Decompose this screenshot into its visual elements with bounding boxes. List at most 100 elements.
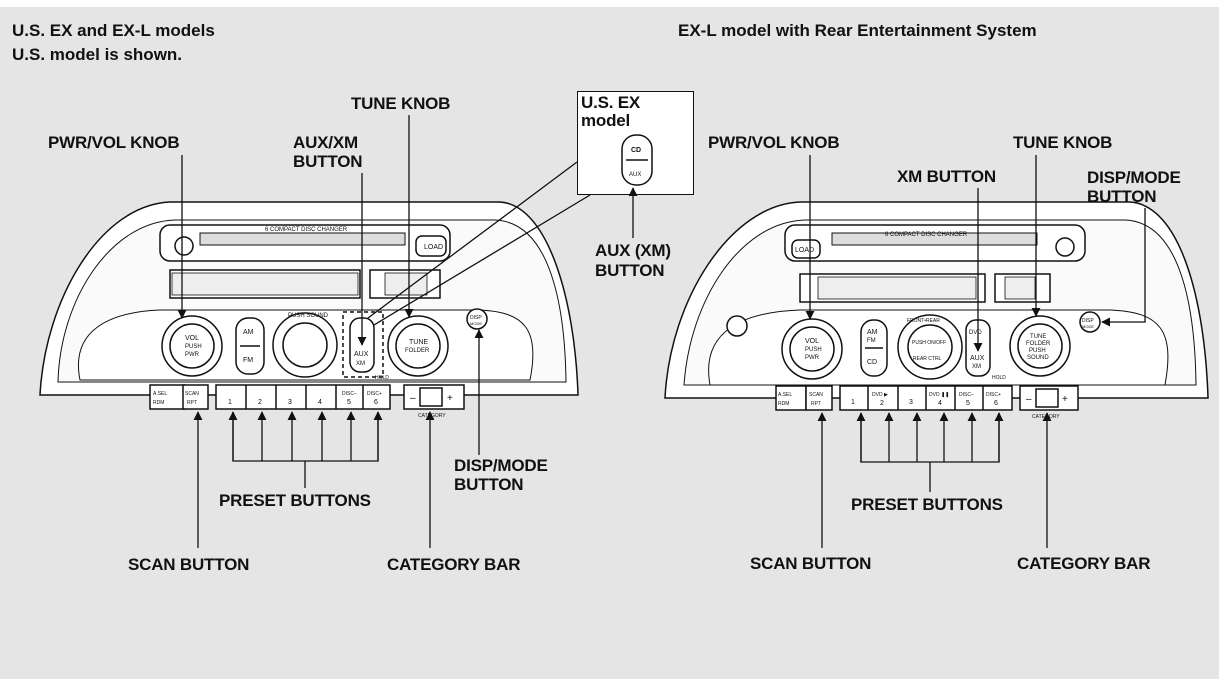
left-label-preset-buttons: PRESET BUTTONS bbox=[219, 491, 371, 510]
left-unit-disc-plus: DISC+ bbox=[367, 391, 382, 397]
left-unit-disp-text: DISP bbox=[470, 315, 482, 321]
inset-button-bottom-text: AUX bbox=[629, 172, 641, 178]
right-unit-tune-text: TUNE bbox=[1030, 334, 1046, 340]
right-unit-folder-text: FOLDER bbox=[1026, 341, 1051, 347]
right-unit-push-onoff-text: PUSH ON/OFF bbox=[912, 340, 946, 346]
left-label-disp-mode-line1: DISP/MODE bbox=[454, 456, 548, 475]
right-unit-load-text: LOAD bbox=[795, 247, 814, 254]
right-unit-hold-text: HOLD bbox=[992, 375, 1006, 381]
right-unit-dvd-play: DVD ▶ bbox=[872, 392, 888, 398]
left-unit-changer-text: 6 COMPACT DISC CHANGER bbox=[265, 227, 348, 233]
right-unit-push-text: PUSH bbox=[805, 347, 822, 353]
right-unit-fm-text: FM bbox=[867, 338, 876, 344]
right-unit-scan-text: SCAN bbox=[809, 392, 823, 398]
right-audio-unit bbox=[664, 201, 1209, 411]
right-unit-plus: + bbox=[1062, 394, 1068, 405]
left-label-scan-button: SCAN BUTTON bbox=[128, 555, 250, 574]
left-preset-bracket bbox=[228, 411, 383, 488]
left-unit-mode-text: MODE bbox=[470, 321, 482, 326]
inset-label-aux-xm-line2: BUTTON bbox=[595, 261, 665, 280]
right-unit-dvd-pause: DVD ❚❚ bbox=[929, 392, 949, 398]
left-unit-fm-text: FM bbox=[243, 357, 253, 364]
left-unit-preset-6: 6 bbox=[374, 399, 378, 406]
right-label-disp-mode-line1: DISP/MODE bbox=[1087, 168, 1181, 187]
left-unit-plus: + bbox=[447, 393, 453, 404]
left-unit-push-sound-text: PUSH SOUND bbox=[288, 313, 329, 319]
right-label-scan-button: SCAN BUTTON bbox=[750, 554, 872, 573]
right-unit-aux-text: AUX bbox=[970, 355, 985, 362]
left-unit-preset-3: 3 bbox=[288, 399, 292, 406]
left-unit-load-text: LOAD bbox=[424, 244, 443, 251]
inset-callout-line-2 bbox=[373, 194, 591, 326]
right-preset-bracket bbox=[856, 412, 1004, 492]
left-unit-asel-text: A.SEL bbox=[153, 391, 167, 397]
right-unit-cd-text: CD bbox=[867, 359, 877, 366]
left-label-disp-mode-line2: BUTTON bbox=[454, 475, 524, 494]
left-unit-vol-text: VOL bbox=[185, 335, 199, 342]
left-unit-aux-text: AUX bbox=[354, 351, 369, 358]
right-unit-sound-text: SOUND bbox=[1027, 355, 1049, 361]
right-unit-mode-text: MODE bbox=[1082, 324, 1094, 329]
inset-button-top-text: CD bbox=[631, 147, 641, 154]
inset-label-aux-xm-line1: AUX (XM) bbox=[595, 241, 671, 260]
right-label-xm-button: XM BUTTON bbox=[897, 167, 996, 186]
right-label-tune-knob: TUNE KNOB bbox=[1013, 133, 1113, 152]
right-unit-pwr-text: PWR bbox=[805, 355, 820, 361]
right-unit-front-rear-text: FRONT•REAR bbox=[907, 318, 940, 324]
left-label-category-bar: CATEGORY BAR bbox=[387, 555, 521, 574]
left-unit-scan-text: SCAN bbox=[185, 391, 199, 397]
left-unit-disc-minus: DISC– bbox=[342, 391, 357, 397]
right-unit-preset-2: 2 bbox=[880, 400, 884, 407]
right-unit-preset-3: 3 bbox=[909, 399, 913, 406]
right-unit-preset-5: 5 bbox=[966, 400, 970, 407]
right-unit-rpt-text: RPT bbox=[811, 401, 821, 407]
right-unit-push2-text: PUSH bbox=[1029, 348, 1046, 354]
left-unit-rdm-text: RDM bbox=[153, 400, 164, 406]
right-unit-preset-6: 6 bbox=[994, 400, 998, 407]
right-unit-disp-text: DISP bbox=[1082, 318, 1094, 324]
left-unit-category-text: CATEGORY bbox=[418, 413, 446, 419]
right-unit-dvd-text: DVD bbox=[969, 330, 982, 336]
right-unit-text: 6 COMPACT DISC CHANGER LOAD AM FM CD FRO… bbox=[778, 232, 1094, 420]
left-label-aux-xm-line2: BUTTON bbox=[293, 152, 363, 171]
right-unit-minus: – bbox=[1026, 394, 1032, 405]
right-unit-asel-text: A.SEL bbox=[778, 392, 792, 398]
right-unit-changer-text: 6 COMPACT DISC CHANGER bbox=[885, 232, 968, 238]
right-label-pwr-vol-knob: PWR/VOL KNOB bbox=[708, 133, 840, 152]
right-unit-rdm-text: RDM bbox=[778, 401, 789, 407]
right-unit-disc-plus: DISC+ bbox=[986, 392, 1001, 398]
right-leader-lines bbox=[805, 155, 1146, 548]
right-unit-disc-minus: DISC– bbox=[959, 392, 974, 398]
left-unit-pwr-text: PWR bbox=[185, 352, 200, 358]
inset-title-line1: U.S. EX bbox=[581, 93, 641, 112]
right-title: EX-L model with Rear Entertainment Syste… bbox=[678, 21, 1037, 40]
left-title-line1: U.S. EX and EX-L models bbox=[12, 21, 215, 40]
left-leader-lines bbox=[177, 115, 638, 548]
right-unit-preset-4: 4 bbox=[938, 400, 942, 407]
left-label-pwr-vol-knob: PWR/VOL KNOB bbox=[48, 133, 180, 152]
left-unit-preset-2: 2 bbox=[258, 399, 262, 406]
left-unit-xm-text: XM bbox=[356, 361, 365, 367]
right-unit-rear-ctrl-text: REAR CTRL bbox=[913, 356, 942, 362]
left-unit-tune-text: TUNE bbox=[409, 339, 428, 346]
left-label-tune-knob: TUNE KNOB bbox=[351, 94, 451, 113]
left-unit-am-text: AM bbox=[243, 329, 254, 336]
right-label-category-bar: CATEGORY BAR bbox=[1017, 554, 1151, 573]
left-unit-preset-5: 5 bbox=[347, 399, 351, 406]
right-unit-xm-text: XM bbox=[972, 364, 981, 370]
inset-cd-aux-button bbox=[621, 134, 653, 186]
right-unit-category-text: CATEGORY bbox=[1032, 414, 1060, 420]
left-unit-rpt-text: RPT bbox=[187, 400, 197, 406]
left-unit-hold-text: HOLD bbox=[375, 375, 389, 381]
left-unit-folder-text: FOLDER bbox=[405, 348, 430, 354]
left-unit-preset-4: 4 bbox=[318, 399, 322, 406]
left-title-line2: U.S. model is shown. bbox=[12, 45, 183, 64]
inset-title-line2: model bbox=[581, 111, 631, 130]
left-unit-minus: – bbox=[410, 393, 416, 404]
inset-callout-line-1 bbox=[367, 161, 578, 319]
right-label-preset-buttons: PRESET BUTTONS bbox=[851, 495, 1003, 514]
right-unit-am-text: AM bbox=[867, 329, 878, 336]
right-unit-vol-text: VOL bbox=[805, 338, 819, 345]
